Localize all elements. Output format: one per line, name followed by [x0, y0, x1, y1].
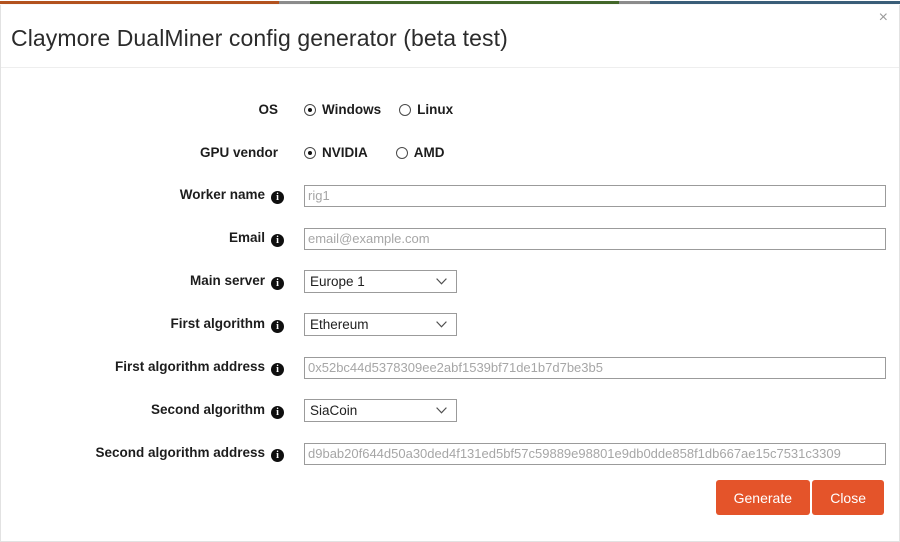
input-worker-name[interactable]: [304, 184, 886, 207]
radio-os-linux[interactable]: Linux: [399, 102, 453, 117]
label-text: Email: [228, 230, 265, 245]
label-second-algorithm: Second algorithm i: [1, 402, 284, 419]
radio-label: Linux: [417, 102, 454, 117]
info-icon[interactable]: i: [271, 277, 284, 290]
config-generator-modal: Claymore DualMiner config generator (bet…: [0, 5, 900, 542]
control-email: [304, 227, 886, 250]
radio-dot[interactable]: [399, 103, 412, 116]
info-icon[interactable]: i: [271, 406, 284, 419]
form-row-main-server: Main server i Europe 1: [1, 260, 899, 303]
form-row-first-algorithm: First algorithm i Ethereum: [1, 303, 899, 346]
form-row-first-algorithm-address: First algorithm address i: [1, 346, 899, 389]
select-main-server[interactable]: Europe 1: [304, 270, 457, 293]
control-second-algorithm: SiaCoin: [304, 399, 457, 422]
strip-gap-1: [279, 1, 311, 4]
select-value: Europe 1: [310, 274, 365, 289]
control-worker-name: [304, 184, 886, 207]
form-row-gpu-vendor: GPU vendor NVIDIA AMD: [1, 131, 899, 174]
info-icon[interactable]: i: [271, 191, 284, 204]
label-text: OS: [258, 102, 278, 117]
strip-orange: [0, 1, 280, 4]
select-value: SiaCoin: [310, 403, 358, 418]
control-os: Windows Linux: [304, 102, 471, 117]
label-main-server: Main server i: [1, 273, 284, 290]
label-os: OS: [1, 102, 284, 117]
radio-gpu-vendor-amd[interactable]: AMD: [395, 145, 445, 160]
input-email[interactable]: [304, 227, 886, 250]
chevron-down-icon: [436, 407, 447, 414]
strip-blue: [650, 1, 900, 4]
radio-group-os: Windows Linux: [304, 102, 471, 117]
label-text: Second algorithm: [150, 402, 265, 417]
select-value: Ethereum: [310, 317, 369, 332]
control-main-server: Europe 1: [304, 270, 457, 293]
background-strips: [0, 0, 900, 6]
radio-gpu-vendor-nvidia[interactable]: NVIDIA: [304, 145, 368, 160]
control-first-algorithm-address: [304, 356, 886, 379]
radio-label: NVIDIA: [322, 145, 368, 160]
close-icon[interactable]: ×: [878, 9, 888, 26]
label-second-algorithm-address: Second algorithm address i: [1, 445, 284, 462]
form-row-second-algorithm-address: Second algorithm address i: [1, 432, 899, 475]
control-first-algorithm: Ethereum: [304, 313, 457, 336]
label-text: First algorithm address: [114, 359, 265, 374]
form-row-worker-name: Worker name i: [1, 174, 899, 217]
info-icon[interactable]: i: [271, 363, 284, 376]
strip-green: [310, 1, 620, 4]
page-title: Claymore DualMiner config generator (bet…: [11, 25, 508, 51]
label-first-algorithm: First algorithm i: [1, 316, 284, 333]
chevron-down-icon: [436, 321, 447, 328]
form-row-second-algorithm: Second algorithm i SiaCoin: [1, 389, 899, 432]
select-second-algorithm[interactable]: SiaCoin: [304, 399, 457, 422]
label-text: Main server: [189, 273, 265, 288]
radio-label: AMD: [413, 145, 445, 160]
label-gpu-vendor: GPU vendor: [1, 145, 284, 160]
info-icon[interactable]: i: [271, 449, 284, 462]
radio-os-windows[interactable]: Windows: [304, 102, 381, 117]
info-icon[interactable]: i: [271, 320, 284, 333]
close-button[interactable]: Close: [812, 480, 884, 515]
control-gpu-vendor: NVIDIA AMD: [304, 145, 473, 160]
control-second-algorithm-address: [304, 442, 886, 465]
label-worker-name: Worker name i: [1, 187, 284, 204]
label-text: First algorithm: [170, 316, 265, 331]
label-text: Second algorithm address: [95, 445, 265, 460]
label-text: GPU vendor: [199, 145, 278, 160]
info-icon[interactable]: i: [271, 234, 284, 247]
label-text: Worker name: [179, 187, 265, 202]
radio-dot[interactable]: [304, 146, 316, 159]
form-row-os: OS Windows Linux: [1, 88, 899, 131]
modal-header: Claymore DualMiner config generator (bet…: [1, 5, 899, 68]
radio-dot[interactable]: [304, 103, 316, 116]
label-first-algorithm-address: First algorithm address i: [1, 359, 284, 376]
generate-button[interactable]: Generate: [715, 480, 810, 515]
strip-gap-2: [619, 1, 651, 4]
modal-footer: Generate Close: [1, 472, 899, 540]
radio-dot[interactable]: [395, 146, 408, 159]
input-second-algorithm-address[interactable]: [304, 442, 886, 465]
chevron-down-icon: [436, 278, 447, 285]
radio-group-gpu-vendor: NVIDIA AMD: [304, 145, 473, 160]
input-first-algorithm-address[interactable]: [304, 356, 886, 379]
radio-label: Windows: [322, 102, 382, 117]
select-first-algorithm[interactable]: Ethereum: [304, 313, 457, 336]
